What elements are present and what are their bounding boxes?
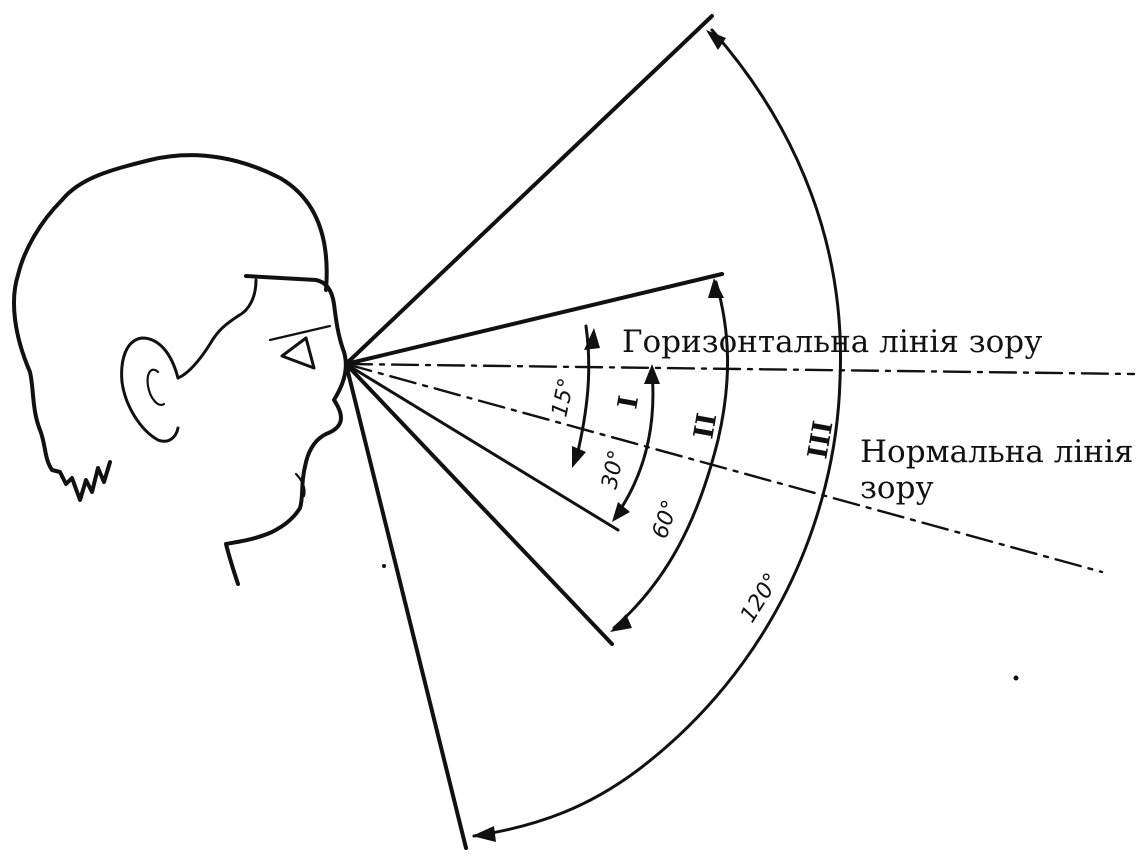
arrowhead-60-top <box>708 278 724 298</box>
zone-1-label: I <box>612 393 645 411</box>
zone-2-label: II <box>688 411 723 441</box>
ear-inner <box>146 368 166 406</box>
arrowhead-120-bottom <box>472 826 496 842</box>
face-profile <box>224 274 348 586</box>
arc-15 <box>574 324 591 462</box>
arrowhead-120-top <box>706 30 726 50</box>
normal-line-label-2: зору <box>860 470 934 506</box>
eyebrow <box>268 324 332 342</box>
arrowhead-60-bottom <box>610 614 632 632</box>
arcs <box>472 28 843 842</box>
arc-60 <box>612 280 730 630</box>
ray-zone2-top <box>344 272 724 366</box>
face-outline <box>176 278 258 380</box>
horizontal-sight-line <box>344 362 1136 376</box>
ray-zone1-bottom <box>344 362 620 532</box>
angle-15-label: 15° <box>547 376 580 419</box>
zone-3-label: III <box>802 419 839 462</box>
arc-30 <box>614 370 655 518</box>
arc-120 <box>472 28 843 838</box>
eye <box>280 336 316 370</box>
arrowhead-30-top <box>644 364 660 384</box>
speck <box>1013 675 1019 681</box>
angle-60-label: 60° <box>648 497 684 542</box>
speck <box>382 564 386 568</box>
horizontal-line-label: Горизонтальна лінія зору <box>622 324 1042 360</box>
ear <box>120 336 180 443</box>
arrowhead-30-bottom <box>612 502 630 522</box>
normal-line-label-1: Нормальна лінія <box>860 434 1133 470</box>
ray-zone2-bottom <box>344 362 614 646</box>
arrowhead-15-top <box>584 328 600 350</box>
lip-mark <box>294 472 306 498</box>
arrowhead-15-bottom <box>572 446 586 468</box>
head-outline <box>12 153 329 502</box>
angle-30-label: 30° <box>597 448 630 491</box>
ray-zone3-top <box>344 14 714 366</box>
ray-zone3-bottom <box>344 362 468 850</box>
normal-sight-line <box>344 362 1104 574</box>
angle-120-label: 120° <box>736 569 785 627</box>
head-profile <box>12 153 348 586</box>
rays <box>344 14 1136 850</box>
